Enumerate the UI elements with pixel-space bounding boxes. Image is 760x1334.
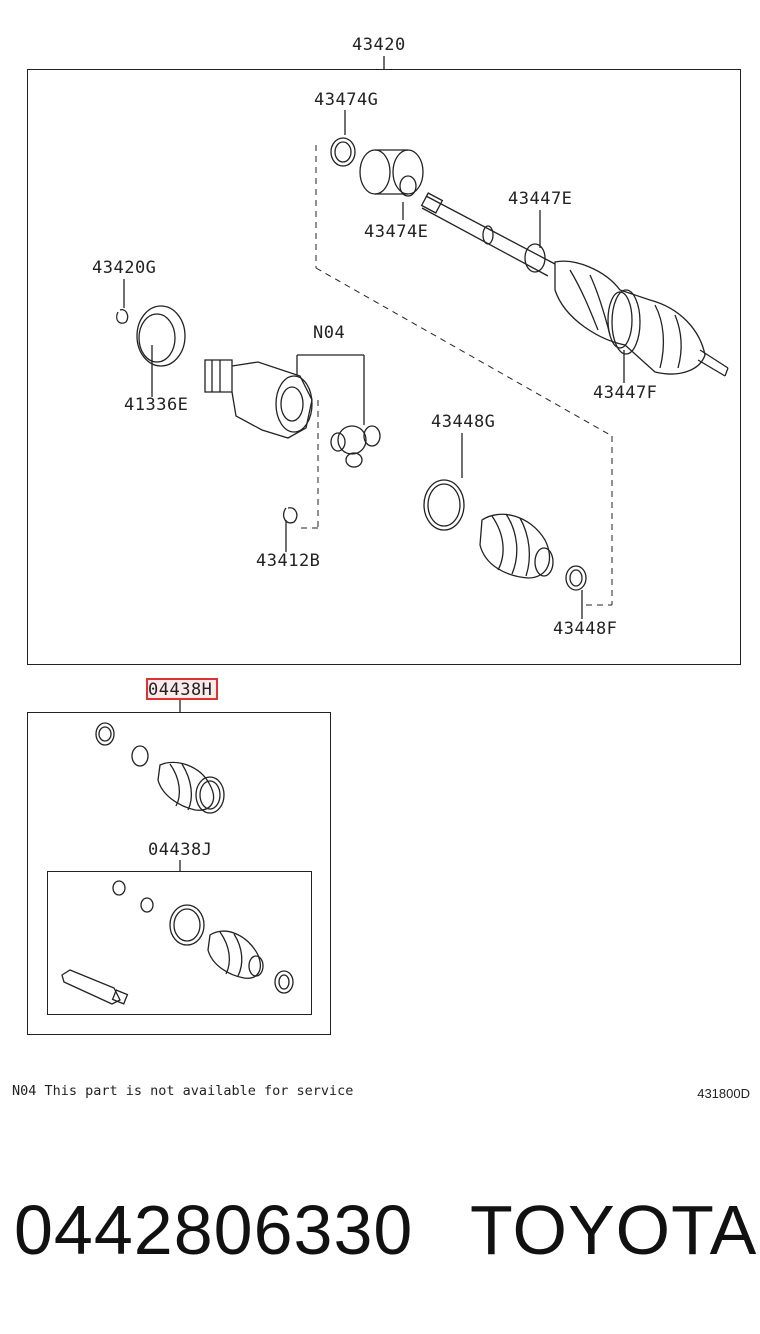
- part-label-43474E[interactable]: 43474E: [364, 222, 429, 242]
- kit-upper-frame: [27, 712, 331, 1035]
- assembly-frame: [27, 69, 741, 665]
- part-label-43448F[interactable]: 43448F: [553, 619, 618, 639]
- part-label-43447F[interactable]: 43447F: [593, 383, 658, 403]
- part-label-43447E[interactable]: 43447E: [508, 189, 573, 209]
- part-label-43448G[interactable]: 43448G: [431, 412, 496, 432]
- service-note: N04 This part is not available for servi…: [12, 1083, 354, 1099]
- footer-brand: TOYOTA: [470, 1191, 758, 1269]
- kit-label-04438J[interactable]: 04438J: [148, 840, 213, 860]
- selected-part-highlight: [146, 678, 218, 700]
- assembly-number-label[interactable]: 43420: [352, 35, 406, 55]
- part-label-43412B[interactable]: 43412B: [256, 551, 321, 571]
- illustration-code: 431800D: [697, 1086, 750, 1101]
- footer-part-number: 0442806330: [14, 1191, 414, 1269]
- part-label-41336E[interactable]: 41336E: [124, 395, 189, 415]
- part-label-43474G[interactable]: 43474G: [314, 90, 379, 110]
- part-label-43420G[interactable]: 43420G: [92, 258, 157, 278]
- part-label-N04[interactable]: N04: [313, 323, 346, 343]
- kit-lower-frame: [47, 871, 312, 1015]
- kit-label-04438H[interactable]: 04438H: [148, 680, 213, 700]
